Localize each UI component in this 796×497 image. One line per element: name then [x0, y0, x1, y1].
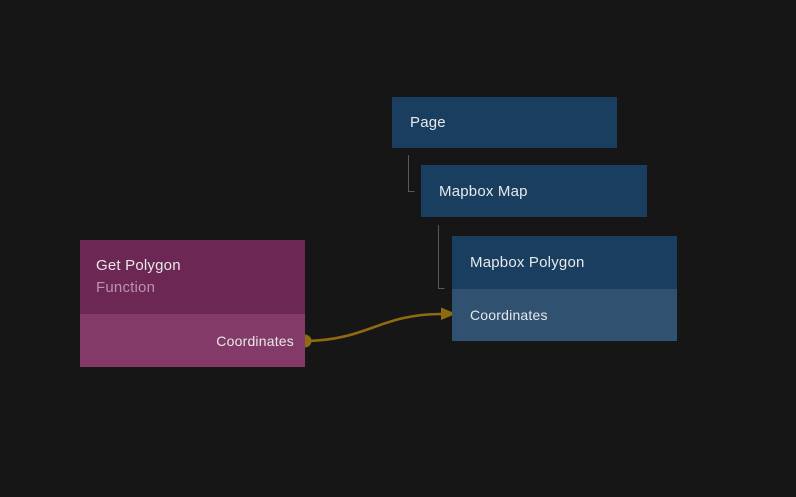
node-get-polygon[interactable]: Get Polygon Function Coordinates	[80, 240, 305, 367]
node-mapbox-map[interactable]: Mapbox Map	[421, 165, 647, 217]
input-port-label: Coordinates	[470, 307, 548, 323]
node-subtitle: Function	[96, 279, 156, 296]
connection-curve[interactable]	[304, 312, 444, 343]
output-port-row[interactable]: Coordinates	[80, 314, 305, 367]
node-label: Page	[410, 114, 446, 131]
node-mapbox-polygon[interactable]: Mapbox Polygon Coordinates	[452, 236, 677, 341]
node-header: Get Polygon Function	[80, 240, 305, 314]
tree-connector-line	[408, 155, 415, 192]
node-label: Mapbox Map	[439, 182, 528, 200]
node-label: Mapbox Polygon	[470, 254, 585, 271]
tree-connector-line	[438, 225, 445, 289]
node-title: Get Polygon	[96, 257, 181, 274]
input-port-row[interactable]: Coordinates	[452, 289, 677, 341]
node-header: Mapbox Polygon	[452, 236, 677, 289]
output-port-label: Coordinates	[216, 332, 294, 349]
node-page[interactable]: Page	[392, 97, 617, 148]
